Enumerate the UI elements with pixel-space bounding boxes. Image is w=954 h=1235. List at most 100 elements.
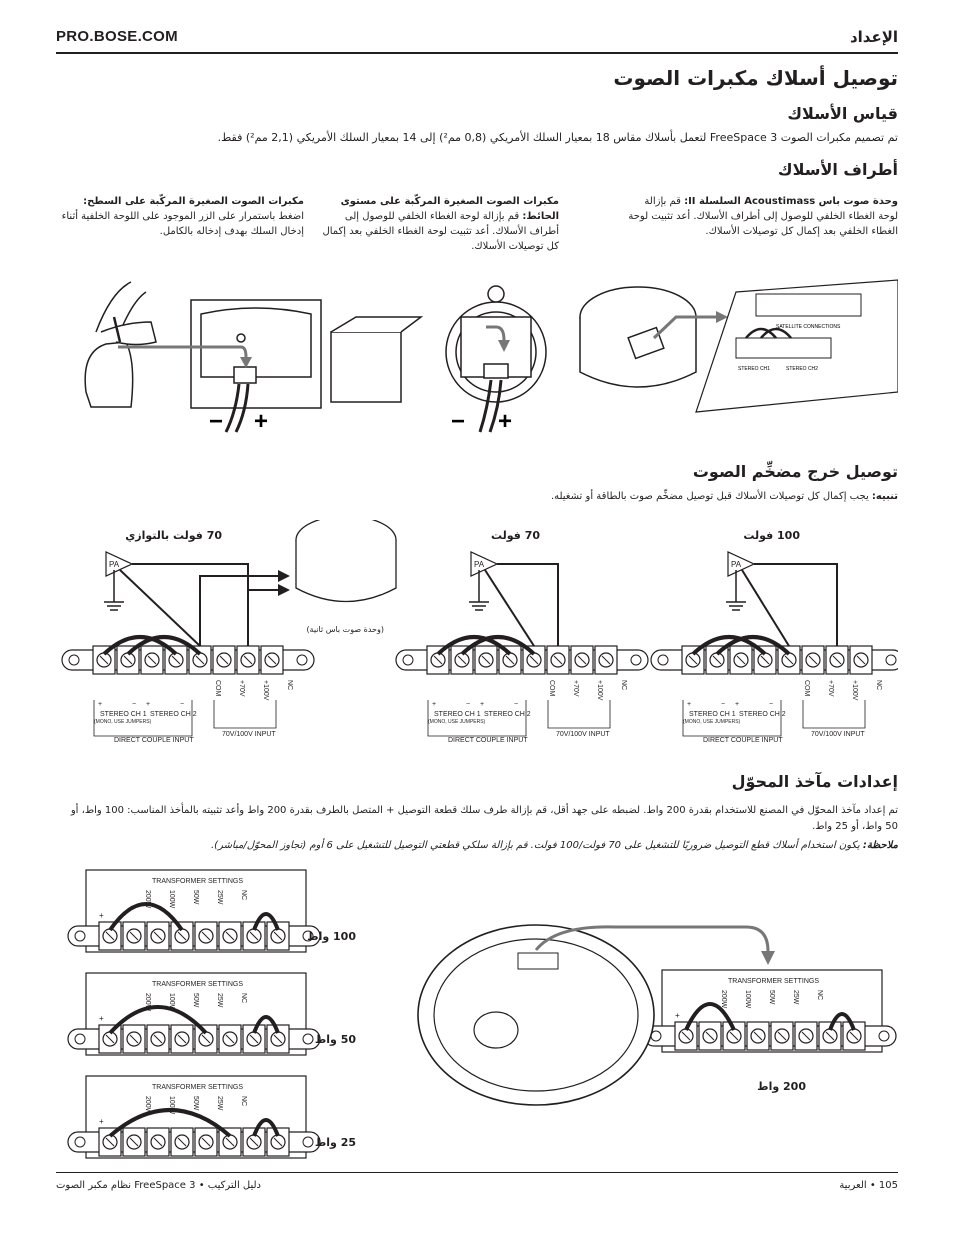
v100-label: +100V bbox=[851, 680, 858, 701]
tap-label: 50W bbox=[192, 993, 199, 1008]
col-surface-bold: مكبرات الصوت الصغيرة المركّبة على السطح: bbox=[83, 196, 304, 207]
minus-mark: − bbox=[769, 701, 773, 708]
section-title: الإعداد bbox=[849, 28, 898, 46]
stereo-ch1-label: STEREO CH 1 bbox=[100, 711, 147, 718]
screw-slot bbox=[267, 655, 277, 665]
pa-label: PA bbox=[731, 560, 742, 569]
wire-ends-col-wall: مكبرات الصوت الصغيرة المركّبة على مستوى … bbox=[319, 194, 559, 254]
tap-25w-label: 25 واط bbox=[314, 1136, 356, 1149]
screw-slot bbox=[177, 1137, 187, 1147]
terminal-strip bbox=[67, 1127, 321, 1157]
screw-slot bbox=[801, 1031, 811, 1041]
screw-slot bbox=[225, 1137, 235, 1147]
label-70v-parallel: 70 فولت بالتوازي bbox=[125, 529, 222, 542]
screw-slot bbox=[856, 655, 866, 665]
ceiling-speaker-illustration bbox=[330, 285, 547, 403]
wire-ends-heading: أطراف الأسلاك bbox=[777, 160, 898, 179]
screw-slot bbox=[243, 655, 253, 665]
amp-diagram-1: PA+−+−STEREO CH 1(MONO, USE JUMPERS)STER… bbox=[61, 520, 397, 744]
input-label: 70V/100V INPUT bbox=[811, 731, 865, 738]
plus-mark: + bbox=[432, 701, 436, 708]
minus-mark: − bbox=[132, 701, 136, 708]
stereo-ch1-label: STEREO CH 1 bbox=[689, 711, 736, 718]
plus-mark: + bbox=[98, 701, 102, 708]
col-bass-bold: وحدة صوت باس Acoustimass السلسلة II: bbox=[684, 196, 898, 207]
jumper-wire bbox=[715, 635, 791, 656]
ceiling-speaker-illustration bbox=[417, 924, 775, 1106]
wire-ends-col-bass: وحدة صوت باس Acoustimass السلسلة II: قم … bbox=[628, 194, 898, 239]
screw-slot bbox=[249, 1137, 259, 1147]
wire-ends-illustrations: − + − + SATELLITE CONNECTIONS STEREO CH1… bbox=[84, 279, 898, 435]
nc-label: NC bbox=[620, 680, 627, 690]
bracket-input bbox=[213, 700, 277, 729]
plus-mark: + bbox=[687, 701, 691, 708]
amp-wiring-heading: توصيل خرج مضخِّم الصوت bbox=[692, 462, 898, 481]
screw-slot bbox=[123, 655, 133, 665]
direct-couple-label: DIRECT COUPLE INPUT bbox=[703, 737, 783, 744]
screw-slot bbox=[201, 931, 211, 941]
screw-slot bbox=[457, 655, 467, 665]
screw-slot bbox=[201, 1137, 211, 1147]
v100-label: +100V bbox=[596, 680, 603, 701]
mount-hole-icon bbox=[878, 1030, 890, 1042]
tap-label: NC bbox=[240, 993, 247, 1003]
screw-slot bbox=[601, 655, 611, 665]
screw-slot bbox=[273, 1034, 283, 1044]
mount-hole-icon bbox=[74, 930, 86, 942]
tap-label: 200W bbox=[144, 993, 151, 1012]
screw-slot bbox=[688, 655, 698, 665]
nc-label: NC bbox=[875, 680, 882, 690]
mount-hole-icon bbox=[74, 1033, 86, 1045]
sat-connections-label: SATELLITE CONNECTIONS bbox=[776, 324, 841, 330]
arrow-head-wall bbox=[240, 357, 252, 368]
mono-jumpers-label: (MONO, USE JUMPERS) bbox=[94, 719, 152, 725]
tap-label: 25W bbox=[216, 1096, 223, 1111]
screw-slot bbox=[177, 1034, 187, 1044]
screw-slot bbox=[577, 655, 587, 665]
stereo-ch2-label: STEREO CH 2 bbox=[484, 711, 531, 718]
surface-speaker-illustration bbox=[84, 281, 157, 408]
amp-diagram-2: PA+−+−STEREO CH 1(MONO, USE JUMPERS)STER… bbox=[395, 551, 649, 744]
col-bass-text: قم بإزالة لوحة الغطاء الخلفي للوصول إلى … bbox=[628, 196, 898, 237]
plus-mark: + bbox=[99, 1014, 104, 1023]
terminal-labels: +−+−STEREO CH 1(MONO, USE JUMPERS)STEREO… bbox=[93, 680, 293, 744]
transformer-settings-title: TRANSFORMER SETTINGS bbox=[728, 978, 819, 985]
plus-mark: + bbox=[735, 701, 739, 708]
screw-slot bbox=[129, 931, 139, 941]
mono-jumpers-label: (MONO, USE JUMPERS) bbox=[428, 719, 486, 725]
mount-hole-icon bbox=[302, 1033, 314, 1045]
jumper-wire bbox=[252, 1118, 280, 1137]
screw-slot bbox=[481, 655, 491, 665]
pa-triangle-icon bbox=[105, 551, 134, 577]
footer-page: 105 • العربية bbox=[839, 1180, 898, 1191]
tap-label: NC bbox=[240, 890, 247, 900]
bracket-direct bbox=[93, 700, 193, 737]
col-wall-text: قم بإزالة لوحة الغطاء الخلفي للوصول إلى … bbox=[322, 211, 559, 252]
minus-sign-1: − bbox=[209, 408, 223, 435]
tap-label: 100W bbox=[168, 993, 175, 1012]
tap-200w-label: 200 واط bbox=[757, 1080, 806, 1093]
terminal-strip bbox=[67, 1024, 321, 1054]
screw-slot bbox=[808, 655, 818, 665]
v70-label: +70V bbox=[238, 680, 245, 697]
jumper-wire bbox=[684, 1002, 736, 1031]
screw-slot bbox=[825, 1031, 835, 1041]
transformer-settings-title: TRANSFORMER SETTINGS bbox=[152, 981, 243, 988]
mount-hole-icon bbox=[402, 654, 414, 666]
terminal-strip bbox=[67, 921, 321, 951]
screw-slot bbox=[249, 931, 259, 941]
tap-label: 50W bbox=[768, 990, 775, 1005]
screw-slot bbox=[729, 1031, 739, 1041]
screw-slot bbox=[529, 655, 539, 665]
terminal-labels: +−+−STEREO CH 1(MONO, USE JUMPERS)STEREO… bbox=[682, 680, 882, 744]
screw-slot bbox=[777, 1031, 787, 1041]
mount-hole-icon bbox=[74, 1136, 86, 1148]
screw-slot bbox=[219, 655, 229, 665]
screw-slot bbox=[147, 655, 157, 665]
mount-hole-icon bbox=[885, 654, 897, 666]
wire-gauge-heading: قياس الأسلاك bbox=[787, 104, 898, 123]
tap-label: 25W bbox=[216, 993, 223, 1008]
pa-amplifier: PA bbox=[726, 551, 756, 611]
wall-speaker-illustration bbox=[190, 299, 322, 409]
